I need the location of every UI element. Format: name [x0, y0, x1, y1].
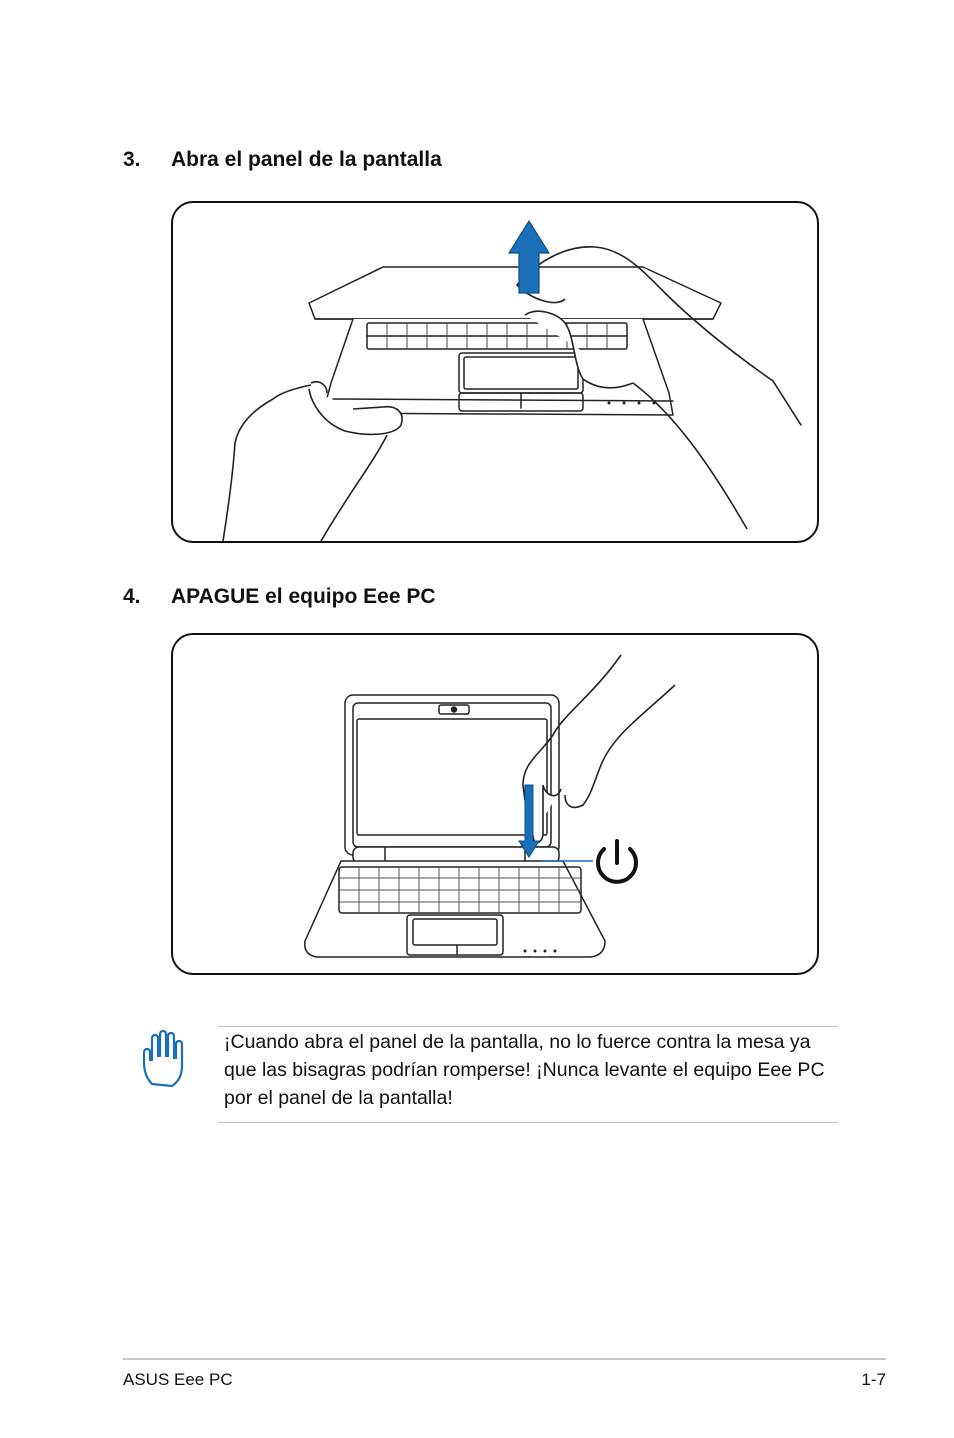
- note-bottom-rule: [218, 1122, 838, 1123]
- caution-note-text: ¡Cuando abra el panel de la pantalla, no…: [224, 1031, 825, 1109]
- footer-product-name: ASUS Eee PC: [123, 1370, 233, 1389]
- keyboard-keys: [339, 867, 581, 913]
- step-4-heading: 4. APAGUE el equipo Eee PC: [123, 585, 436, 609]
- laptop-power-button-drawing: [304, 654, 676, 958]
- note-top-rule: [218, 1026, 838, 1027]
- hand-caution-icon: [142, 1029, 184, 1088]
- power-off-illustration: [171, 633, 819, 975]
- laptop-opening-drawing: [222, 219, 802, 541]
- step-number: 3.: [123, 148, 141, 171]
- step-title: APAGUE el equipo Eee PC: [171, 585, 436, 608]
- footer-rule: [123, 1358, 886, 1360]
- open-lid-arrow-icon: [507, 219, 551, 294]
- step-number: 4.: [123, 585, 141, 608]
- power-icon: [596, 839, 638, 884]
- step-3-heading: 3. Abra el panel de la pantalla: [123, 148, 442, 172]
- step-title: Abra el panel de la pantalla: [171, 148, 442, 171]
- status-led-dots: [523, 949, 557, 953]
- open-lid-illustration: [171, 201, 819, 543]
- footer-page-number: 1-7: [861, 1370, 886, 1389]
- press-arrow-icon: [518, 784, 540, 858]
